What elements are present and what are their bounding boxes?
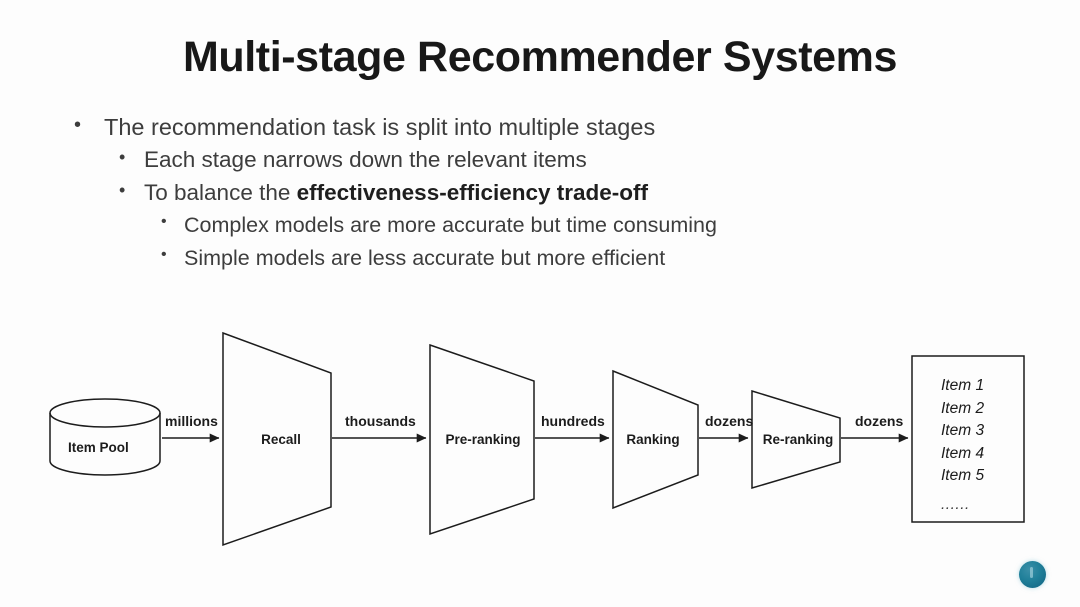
bullet-dot-icon: • <box>119 147 126 167</box>
bullet-text: Simple models are less accurate but more… <box>184 246 666 270</box>
bullet-item-level1-1: • The recommendation task is split into … <box>0 114 1080 147</box>
output-list-item: Item 2 <box>941 399 985 417</box>
bullet-text: To balance the effectiveness-efficiency … <box>144 180 648 206</box>
corner-badge-icon <box>1019 561 1046 588</box>
bullet-item-level3-2: • Simple models are less accurate but mo… <box>0 246 1080 279</box>
reranking-funnel-shape <box>751 389 841 490</box>
edge-label-hundreds: hundreds <box>541 413 605 429</box>
edge-label-millions: millions <box>165 413 218 429</box>
bullet-list: • The recommendation task is split into … <box>0 114 1080 279</box>
bullet-text: Complex models are more accurate but tim… <box>184 213 717 237</box>
stage-label-ranking: Ranking <box>626 432 680 447</box>
output-item-list: Item 1 Item 2 Item 3 Item 4 Item 5 .....… <box>941 375 1021 516</box>
output-list-item: Item 3 <box>941 422 985 439</box>
bullet-item-level3-1: • Complex models are more accurate but t… <box>0 213 1080 246</box>
page-title: Multi-stage Recommender Systems <box>182 33 898 81</box>
output-list-item: Item 1 <box>941 377 985 394</box>
recall-funnel-shape <box>222 331 332 547</box>
item-pool-cylinder-shape <box>49 398 161 476</box>
output-list-ellipsis: ...... <box>941 495 970 513</box>
ranking-funnel-shape <box>612 369 699 510</box>
item-pool-label: Item Pool <box>68 440 129 455</box>
output-list-item: Item 4 <box>941 444 985 462</box>
bullet-text: The recommendation task is split into mu… <box>104 114 656 140</box>
output-list-box-shape <box>911 355 1025 523</box>
bullet-dot-icon: • <box>74 114 82 136</box>
edge-label-thousands: thousands <box>345 413 416 429</box>
stage-label-re-ranking: Re-ranking <box>762 432 834 447</box>
preranking-funnel-shape <box>429 343 535 536</box>
stage-label-recall: Recall <box>261 432 301 447</box>
bullet-dot-icon: • <box>119 180 126 200</box>
bullet-item-level2-1: • Each stage narrows down the relevant i… <box>0 147 1080 180</box>
bullet-dot-icon: • <box>161 213 167 230</box>
edge-label-dozens-2: dozens <box>855 413 904 429</box>
output-list-item: Item 5 <box>941 467 985 484</box>
stage-label-pre-ranking: Pre-ranking <box>445 432 521 447</box>
bullet-text-emphasis: effectiveness-efficiency trade-off <box>296 180 648 205</box>
bullet-item-level2-2: • To balance the effectiveness-efficienc… <box>0 180 1080 213</box>
edge-label-dozens-1: dozens <box>705 413 754 429</box>
bullet-dot-icon: • <box>161 246 167 263</box>
bullet-text: Each stage narrows down the relevant ite… <box>144 147 587 172</box>
bullet-text-prefix: To balance the <box>144 180 297 205</box>
